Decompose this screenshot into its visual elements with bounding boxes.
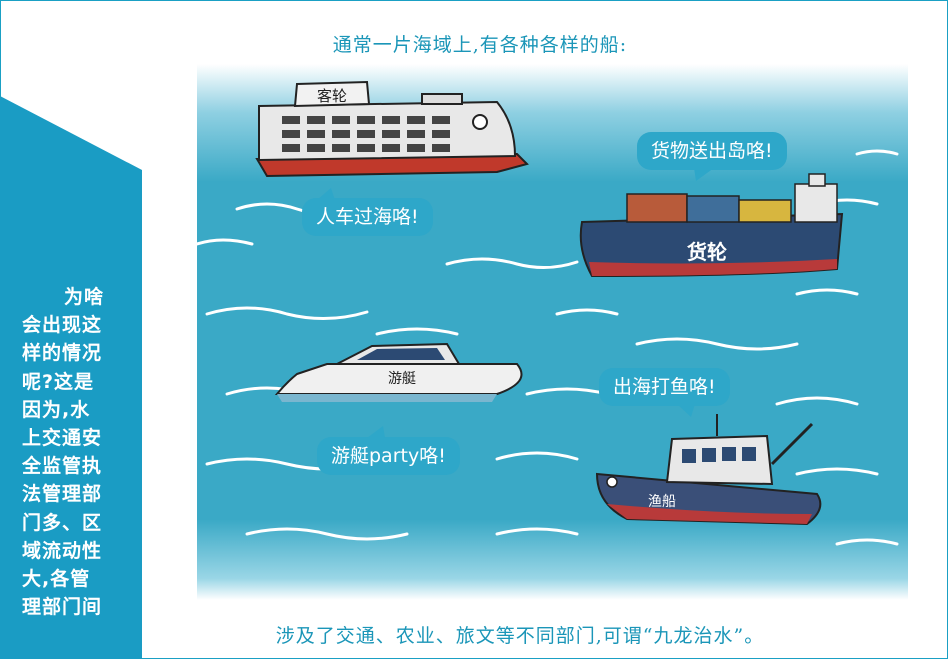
side-text-line: 为啥 [64,286,105,308]
side-text-line: 样的情况 [22,342,103,365]
side-panel-shape [0,96,142,659]
caption-top: 通常一片海域上,有各种各样的船: [332,34,628,56]
side-text-line: 因为,水 [22,398,91,421]
side-text-line: 门多、区 [22,511,103,534]
side-text-line: 全监管执 [22,455,103,478]
side-text-line: 域流动性 [22,539,103,562]
fishing-boat-illustration: 渔船 [595,414,822,526]
caption-bottom: 涉及了交通、农业、旅文等不同部门,可谓“九龙治水”。 [275,625,765,647]
bubble-ferry-tail [317,188,335,200]
side-text-line: 会出现这 [22,314,103,337]
bubble-fishing-tail [677,404,695,417]
bubble-yacht-tail [367,426,385,438]
sea-scene: 客轮 货轮 游艇 [195,64,908,600]
bubble-ferry: 人车过海咯! [302,198,433,236]
bubble-yacht: 游艇party咯! [317,437,460,475]
sea-illustration: 客轮 货轮 游艇 [195,64,908,600]
side-text: 为啥 会出现这 样的情况 呢?这是 因为,水 上交通安 全监管执 法管理部 门多… [22,283,140,621]
fishing-label: 渔船 [648,494,676,510]
side-text-line: 大,各管 [22,568,91,591]
yacht-illustration: 游艇 [274,342,523,402]
cargo-ship-illustration: 货轮 [579,173,844,278]
bubble-fishing: 出海打鱼咯! [599,368,730,406]
cargo-label: 货轮 [687,240,727,264]
side-text-line: 上交通安 [22,427,103,450]
waves [195,149,899,546]
side-text-line: 呢?这是 [22,370,95,393]
side-text-line: 法管理部 [22,483,103,506]
bubble-cargo: 货物送出岛咯! [637,132,787,170]
ferry-label: 客轮 [317,87,347,105]
ferry-illustration: 客轮 [255,80,529,178]
side-text-line: 理部门间 [22,596,103,619]
yacht-label: 游艇 [388,371,416,387]
bubble-cargo-tail [694,168,714,181]
side-panel: 为啥 会出现这 样的情况 呢?这是 因为,水 上交通安 全监管执 法管理部 门多… [0,0,145,659]
